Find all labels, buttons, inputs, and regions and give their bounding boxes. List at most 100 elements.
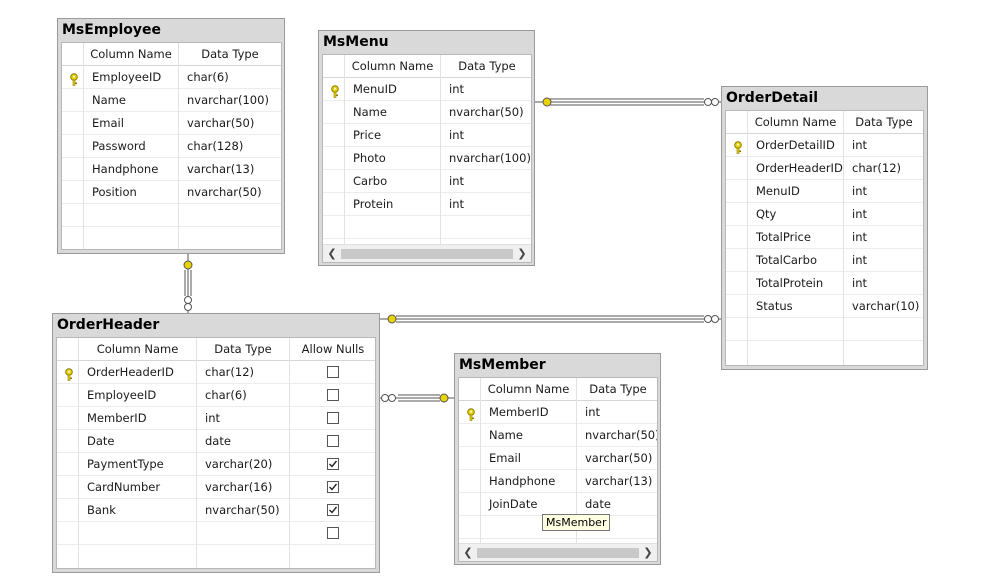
data-type-cell[interactable]: nvarchar(50) xyxy=(449,105,524,119)
scroll-right-icon[interactable]: ❯ xyxy=(643,546,653,559)
column-name-cell[interactable]: OrderDetailID xyxy=(756,138,835,152)
table-row[interactable]: EmployeeID char(6) xyxy=(62,66,281,89)
data-type-cell[interactable]: nvarchar(100) xyxy=(449,151,531,165)
data-type-cell[interactable]: int xyxy=(449,174,464,188)
data-type-cell[interactable]: nvarchar(50) xyxy=(585,428,658,442)
column-header[interactable]: Data Type xyxy=(201,47,259,61)
column-name-cell[interactable]: Handphone xyxy=(489,474,556,488)
table-row[interactable]: Bank nvarchar(50) xyxy=(57,499,375,522)
data-type-cell[interactable]: varchar(13) xyxy=(585,474,653,488)
column-name-cell[interactable]: Price xyxy=(353,128,382,142)
data-type-cell[interactable]: nvarchar(50) xyxy=(205,503,280,517)
data-type-cell[interactable]: int xyxy=(449,197,464,211)
column-name-cell[interactable]: Bank xyxy=(87,503,116,517)
column-header[interactable]: Column Name xyxy=(351,59,434,73)
column-name-cell[interactable]: Status xyxy=(756,299,793,313)
column-header[interactable]: Column Name xyxy=(487,382,570,396)
data-type-cell[interactable]: varchar(50) xyxy=(585,451,653,465)
column-header[interactable]: Column Name xyxy=(96,342,179,356)
relation-employee-orderheader[interactable] xyxy=(183,253,193,313)
data-type-cell[interactable]: varchar(16) xyxy=(205,480,273,494)
data-type-cell[interactable]: int xyxy=(852,184,867,198)
data-type-cell[interactable]: varchar(13) xyxy=(187,162,255,176)
allow-nulls-checkbox[interactable] xyxy=(327,458,339,470)
column-name-cell[interactable]: Name xyxy=(489,428,523,442)
data-type-cell[interactable]: varchar(20) xyxy=(205,457,273,471)
column-header[interactable]: Data Type xyxy=(214,342,272,356)
column-name-cell[interactable]: Date xyxy=(87,434,115,448)
column-name-cell[interactable]: Protein xyxy=(353,197,394,211)
table-row[interactable] xyxy=(62,204,281,227)
data-type-cell[interactable]: char(6) xyxy=(187,70,229,84)
data-type-cell[interactable]: char(6) xyxy=(205,388,247,402)
table-row[interactable]: TotalProtein int xyxy=(726,272,923,295)
scroll-right-icon[interactable]: ❯ xyxy=(517,247,527,260)
column-name-cell[interactable]: CardNumber xyxy=(87,480,161,494)
column-name-cell[interactable]: Password xyxy=(92,139,146,153)
column-name-cell[interactable]: Photo xyxy=(353,151,386,165)
scroll-left-icon[interactable]: ❮ xyxy=(327,247,337,260)
table-row[interactable]: TotalCarbo int xyxy=(726,249,923,272)
table-row[interactable]: EmployeeID char(6) xyxy=(57,384,375,407)
column-header[interactable]: Column Name xyxy=(90,47,172,61)
column-name-cell[interactable]: MemberID xyxy=(87,411,147,425)
data-type-cell[interactable]: varchar(50) xyxy=(187,116,255,130)
column-name-cell[interactable]: TotalProtein xyxy=(756,276,824,290)
column-name-cell[interactable]: EmployeeID xyxy=(87,388,157,402)
column-name-cell[interactable]: Carbo xyxy=(353,174,388,188)
allow-nulls-checkbox[interactable] xyxy=(327,366,339,378)
scrollbar-thumb[interactable] xyxy=(477,548,639,558)
horizontal-scrollbar[interactable]: ❮❯ xyxy=(323,244,531,262)
scrollbar-thumb[interactable] xyxy=(341,249,513,259)
table-row[interactable]: MenuID int xyxy=(726,180,923,203)
column-name-cell[interactable]: Position xyxy=(92,185,137,199)
column-name-cell[interactable]: Email xyxy=(92,116,124,130)
column-header[interactable]: Allow Nulls xyxy=(301,342,365,356)
column-name-cell[interactable]: MemberID xyxy=(489,405,549,419)
data-type-cell[interactable]: char(12) xyxy=(205,365,254,379)
data-type-cell[interactable]: int xyxy=(449,128,464,142)
data-type-cell[interactable]: nvarchar(100) xyxy=(187,93,269,107)
data-type-cell[interactable]: date xyxy=(585,497,611,511)
table-row[interactable]: Password char(128) xyxy=(62,135,281,158)
column-name-cell[interactable]: MenuID xyxy=(353,82,397,96)
table-row[interactable] xyxy=(726,318,923,341)
allow-nulls-checkbox[interactable] xyxy=(327,527,339,539)
table-row[interactable]: Name nvarchar(50) xyxy=(459,424,657,447)
data-type-cell[interactable]: char(12) xyxy=(852,161,901,175)
column-name-cell[interactable]: MenuID xyxy=(756,184,800,198)
column-name-cell[interactable]: TotalCarbo xyxy=(756,253,817,267)
column-name-cell[interactable]: EmployeeID xyxy=(92,70,162,84)
horizontal-scrollbar[interactable]: ❮❯ xyxy=(459,543,657,561)
column-header[interactable]: Data Type xyxy=(458,59,516,73)
table-row[interactable]: Carbo int xyxy=(323,170,531,193)
allow-nulls-checkbox[interactable] xyxy=(327,435,339,447)
relation-member-orderheader[interactable] xyxy=(380,393,455,403)
table-row[interactable] xyxy=(459,516,657,539)
data-type-cell[interactable]: int xyxy=(852,253,867,267)
data-type-cell[interactable]: int xyxy=(852,276,867,290)
data-type-cell[interactable]: char(128) xyxy=(187,139,244,153)
allow-nulls-checkbox[interactable] xyxy=(327,389,339,401)
column-header[interactable]: Column Name xyxy=(754,115,837,129)
relation-orderheader-orderdetail[interactable] xyxy=(380,314,722,324)
table-row[interactable]: Photo nvarchar(100) xyxy=(323,147,531,170)
